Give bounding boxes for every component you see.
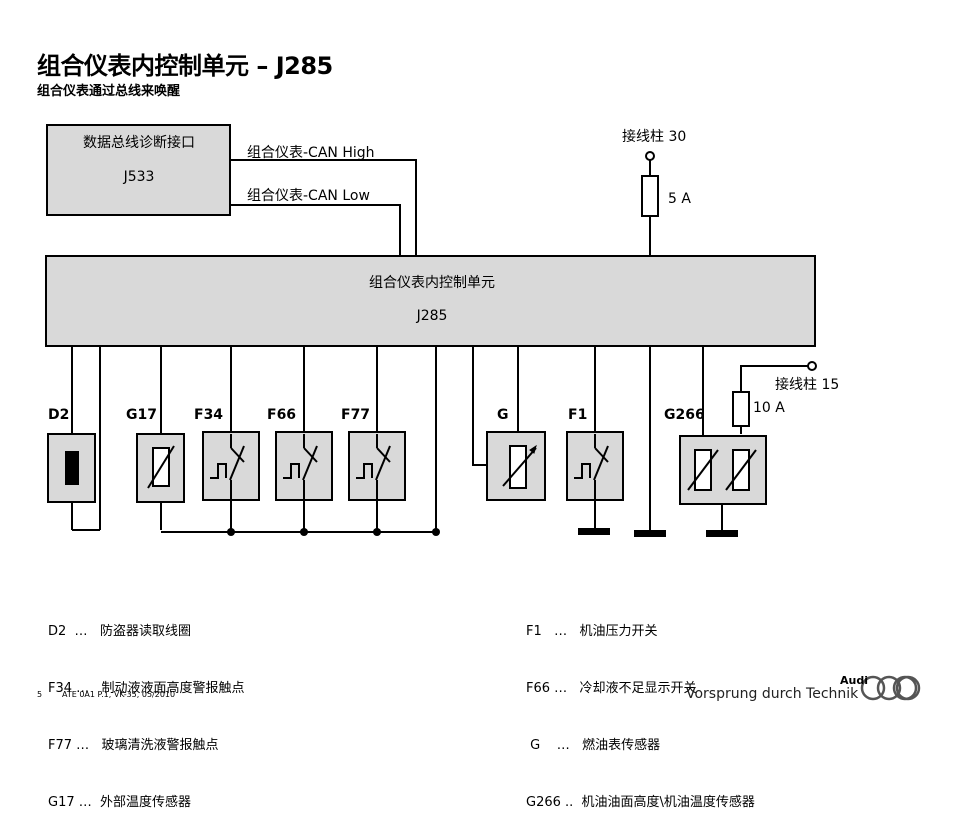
legend-item: F66 … 冷却液不足显示开关 [526, 681, 697, 696]
component-d2-label: D2 [48, 407, 69, 423]
can-low-wire [230, 204, 401, 256]
page-subtitle: 组合仪表通过总线来唤醒 [37, 84, 181, 99]
page-title: 组合仪表内控制单元 – J285 [37, 52, 333, 80]
g17-temperature-sensor[interactable] [136, 433, 185, 530]
g266-oil-level-temperature-sender[interactable] [679, 435, 767, 530]
ground-icon [634, 530, 666, 537]
legend-item: F77 … 玻璃清洗液警报触点 [48, 738, 219, 753]
instrument-cluster-control-unit[interactable] [45, 255, 816, 347]
audi-rings-logo [860, 675, 921, 701]
terminal30-connector [645, 151, 655, 161]
f66-coolant-switch[interactable] [275, 431, 333, 532]
legend-item: F1 … 机油压力开关 [526, 624, 658, 639]
ground-icon [706, 530, 738, 537]
g-fuel-gauge-sensor[interactable] [486, 431, 546, 501]
legend-right: F1 … 机油压力开关 F66 … 冷却液不足显示开关 G … 燃油表传感器 G… [526, 584, 755, 831]
wiring-diagram: 数据总线诊断接口 J533 组合仪表-CAN High 组合仪表-CAN Low… [45, 124, 921, 701]
terminal30-label: 接线柱 30 [622, 128, 686, 145]
diagnostic-interface-box[interactable] [46, 124, 231, 216]
junction-dots [227, 528, 440, 536]
f77-washer-fluid-switch[interactable] [348, 431, 406, 532]
terminal15-connector [807, 361, 817, 371]
page-number: 5 [37, 690, 43, 699]
f1-oil-pressure-switch[interactable] [566, 431, 624, 530]
document-reference: ATE 0A1 P.1, VK-35, 05/2010 [62, 690, 176, 699]
diagnostic-box-title: 数据总线诊断接口 [83, 134, 195, 151]
component-f66-label: F66 [267, 407, 296, 423]
control-unit-code: J285 [416, 308, 448, 324]
legend-item: G266 .. 机油油面高度\机油温度传感器 [526, 795, 755, 810]
terminal15-label: 接线柱 15 [775, 376, 839, 393]
fuse-10a-label: 10 A [753, 400, 785, 416]
f34-brake-fluid-switch[interactable] [202, 431, 260, 532]
component-f34-label: F34 [194, 407, 223, 423]
component-g-label: G [497, 407, 509, 423]
legend-item: G … 燃油表传感器 [526, 738, 661, 753]
brand-name: Audi [840, 674, 868, 687]
ground-icon [578, 528, 610, 535]
can-low-label: 组合仪表-CAN Low [247, 188, 370, 204]
legend-item: G17 … 外部温度传感器 [48, 795, 192, 810]
legend-item: F34 … 制动液液面高度警报触点 [48, 681, 245, 696]
d2-coil[interactable] [47, 433, 101, 531]
legend-item: D2 … 防盗器读取线圈 [48, 624, 191, 639]
component-f1-label: F1 [568, 407, 587, 423]
fuse-5a [641, 175, 659, 217]
component-g17-label: G17 [126, 407, 157, 423]
can-high-label: 组合仪表-CAN High [247, 145, 375, 161]
component-f77-label: F77 [341, 407, 370, 423]
can-high-wire [230, 159, 417, 256]
fuse-5a-label: 5 A [668, 191, 691, 207]
component-g266-label: G266 [664, 407, 705, 423]
diagnostic-box-code: J533 [123, 169, 155, 185]
legend-left: D2 … 防盗器读取线圈 F34 … 制动液液面高度警报触点 F77 … 玻璃清… [48, 584, 245, 831]
control-unit-title: 组合仪表内控制单元 [369, 275, 495, 291]
fuse-10a [732, 391, 750, 427]
brand-slogan: Vorsprung durch Technik [686, 686, 859, 702]
